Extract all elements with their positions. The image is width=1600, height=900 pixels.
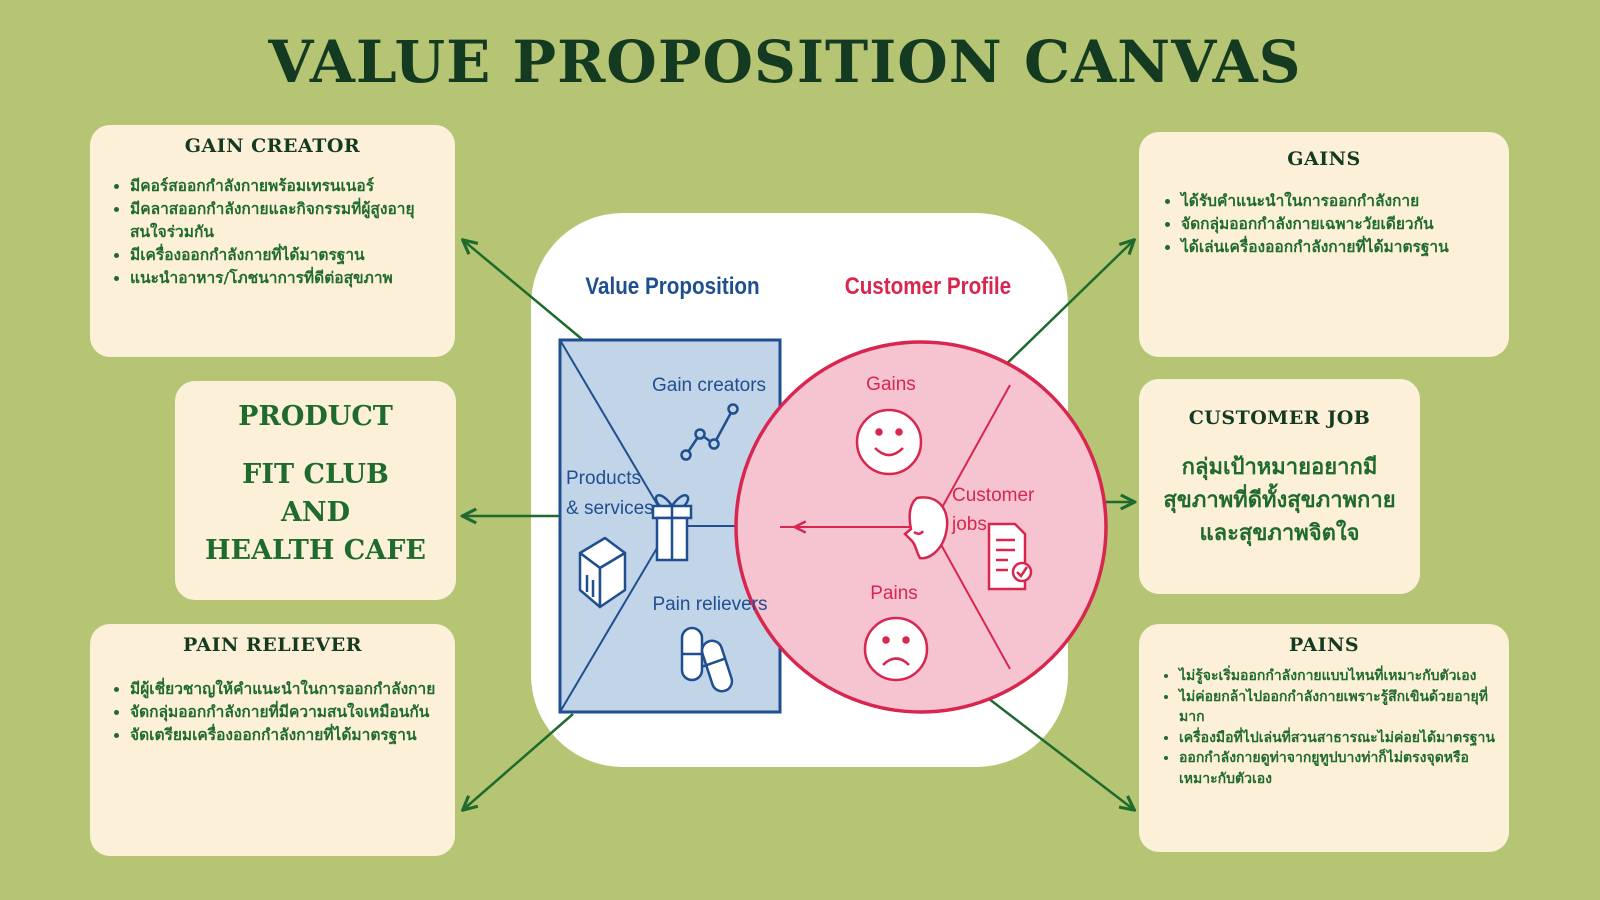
page-title: VALUE PROPOSITION CANVAS <box>268 28 1302 96</box>
product-name-line2: AND <box>280 497 351 528</box>
gain-creator-card: GAIN CREATOR มีคอร์สออกกำลังกายพร้อมเทรน… <box>90 125 455 357</box>
list-item: มีเครื่องออกกำลังกายที่ได้มาตรฐาน <box>130 244 445 267</box>
pain-relievers-label: Pain relievers <box>652 594 767 615</box>
gain-creator-list: มีคอร์สออกกำลังกายพร้อมเทรนเนอร์ มีคลาสอ… <box>90 175 455 290</box>
gain-creators-label: Gain creators <box>652 375 766 396</box>
product-heading: PRODUCT <box>238 401 393 432</box>
product-card: PRODUCT FIT CLUB AND HEALTH CAFE <box>175 381 456 600</box>
pains-card: PAINS ไม่รู้จะเริ่มออกกำลังกายแบบไหนที่เ… <box>1139 624 1509 852</box>
customer-job-heading: CUSTOMER JOB <box>1188 407 1371 429</box>
pain-reliever-heading: PAIN RELIEVER <box>182 634 363 656</box>
gift-icon <box>651 494 693 562</box>
gains-heading: GAINS <box>1287 148 1361 170</box>
pain-reliever-card: PAIN RELIEVER มีผู้เชี่ยวชาญให้คำแนะนำใน… <box>90 624 455 856</box>
list-item: ได้รับคำแนะนำในการออกกำลังกาย <box>1181 190 1485 213</box>
arrow-to-pains <box>979 691 1133 809</box>
pains-label: Pains <box>870 583 918 604</box>
smile-icon <box>855 408 923 476</box>
chart-icon <box>680 403 739 461</box>
arrow-to-gain-creator <box>464 241 584 341</box>
list-item: แนะนำอาหาร/โภชนาการที่ดีต่อสุขภาพ <box>130 267 445 290</box>
product-name-line1: FIT CLUB <box>242 459 389 490</box>
list-item: เครื่องมือที่ไปเล่นที่สวนสาธารณะไม่ค่อยไ… <box>1179 728 1495 749</box>
list-item: ไม่ค่อยกล้าไปออกกำลังกายเพราะรู้สึกเขินด… <box>1179 687 1495 728</box>
value-proposition-label: Value Proposition <box>585 273 759 300</box>
gains-label: Gains <box>866 374 916 395</box>
customer-jobs-label-line2: jobs <box>951 514 987 535</box>
products-services-label-line2: & services <box>566 498 654 519</box>
list-item: ออกกำลังกายดูท่าจากยูทูปบางท่าก็ไม่ตรงจุ… <box>1179 748 1495 789</box>
list-item: มีคลาสออกกำลังกายและกิจกรรมที่ผู้สูงอายุ… <box>130 198 445 244</box>
box-icon <box>578 536 627 609</box>
gains-card: GAINS ได้รับคำแนะนำในการออกกำลังกาย จัดก… <box>1139 132 1509 357</box>
pains-list: ไม่รู้จะเริ่มออกกำลังกายแบบไหนที่เหมาะกั… <box>1139 666 1509 789</box>
customer-profile-label: Customer Profile <box>845 273 1011 300</box>
list-item: มีผู้เชี่ยวชาญให้คำแนะนำในการออกกำลังกาย <box>130 678 445 701</box>
customer-job-card: CUSTOMER JOB กลุ่มเป้าหมายอยากมีสุขภาพที… <box>1139 379 1420 594</box>
customer-job-text: กลุ่มเป้าหมายอยากมีสุขภาพที่ดีทั้งสุขภาพ… <box>1163 455 1396 546</box>
product-name-line3: HEALTH CAFE <box>204 535 426 566</box>
head-profile-icon <box>903 496 949 560</box>
list-item: ไม่รู้จะเริ่มออกกำลังกายแบบไหนที่เหมาะกั… <box>1179 666 1495 687</box>
products-services-label-line1: Products <box>566 468 641 489</box>
arrow-to-gains <box>995 241 1133 375</box>
pills-icon <box>680 626 734 693</box>
arrow-to-pain-reliever <box>464 713 574 809</box>
sad-face-icon <box>863 616 929 682</box>
document-check-icon <box>987 522 1033 591</box>
list-item: จัดกลุ่มออกกำลังกายเฉพาะวัยเดียวกัน <box>1181 213 1485 236</box>
customer-jobs-label-line1: Customer <box>952 485 1035 506</box>
list-item: จัดกลุ่มออกกำลังกายที่มีความสนใจเหมือนกั… <box>130 701 445 724</box>
pain-reliever-list: มีผู้เชี่ยวชาญให้คำแนะนำในการออกกำลังกาย… <box>90 678 455 747</box>
list-item: จัดเตรียมเครื่องออกกำลังกายที่ได้มาตรฐาน <box>130 724 445 747</box>
pains-heading: PAINS <box>1288 634 1360 656</box>
gains-list: ได้รับคำแนะนำในการออกกำลังกาย จัดกลุ่มออ… <box>1139 190 1509 259</box>
list-item: มีคอร์สออกกำลังกายพร้อมเทรนเนอร์ <box>130 175 445 198</box>
gain-creator-heading: GAIN CREATOR <box>184 135 361 157</box>
list-item: ได้เล่นเครื่องออกกำลังกายที่ได้มาตรฐาน <box>1181 236 1485 259</box>
